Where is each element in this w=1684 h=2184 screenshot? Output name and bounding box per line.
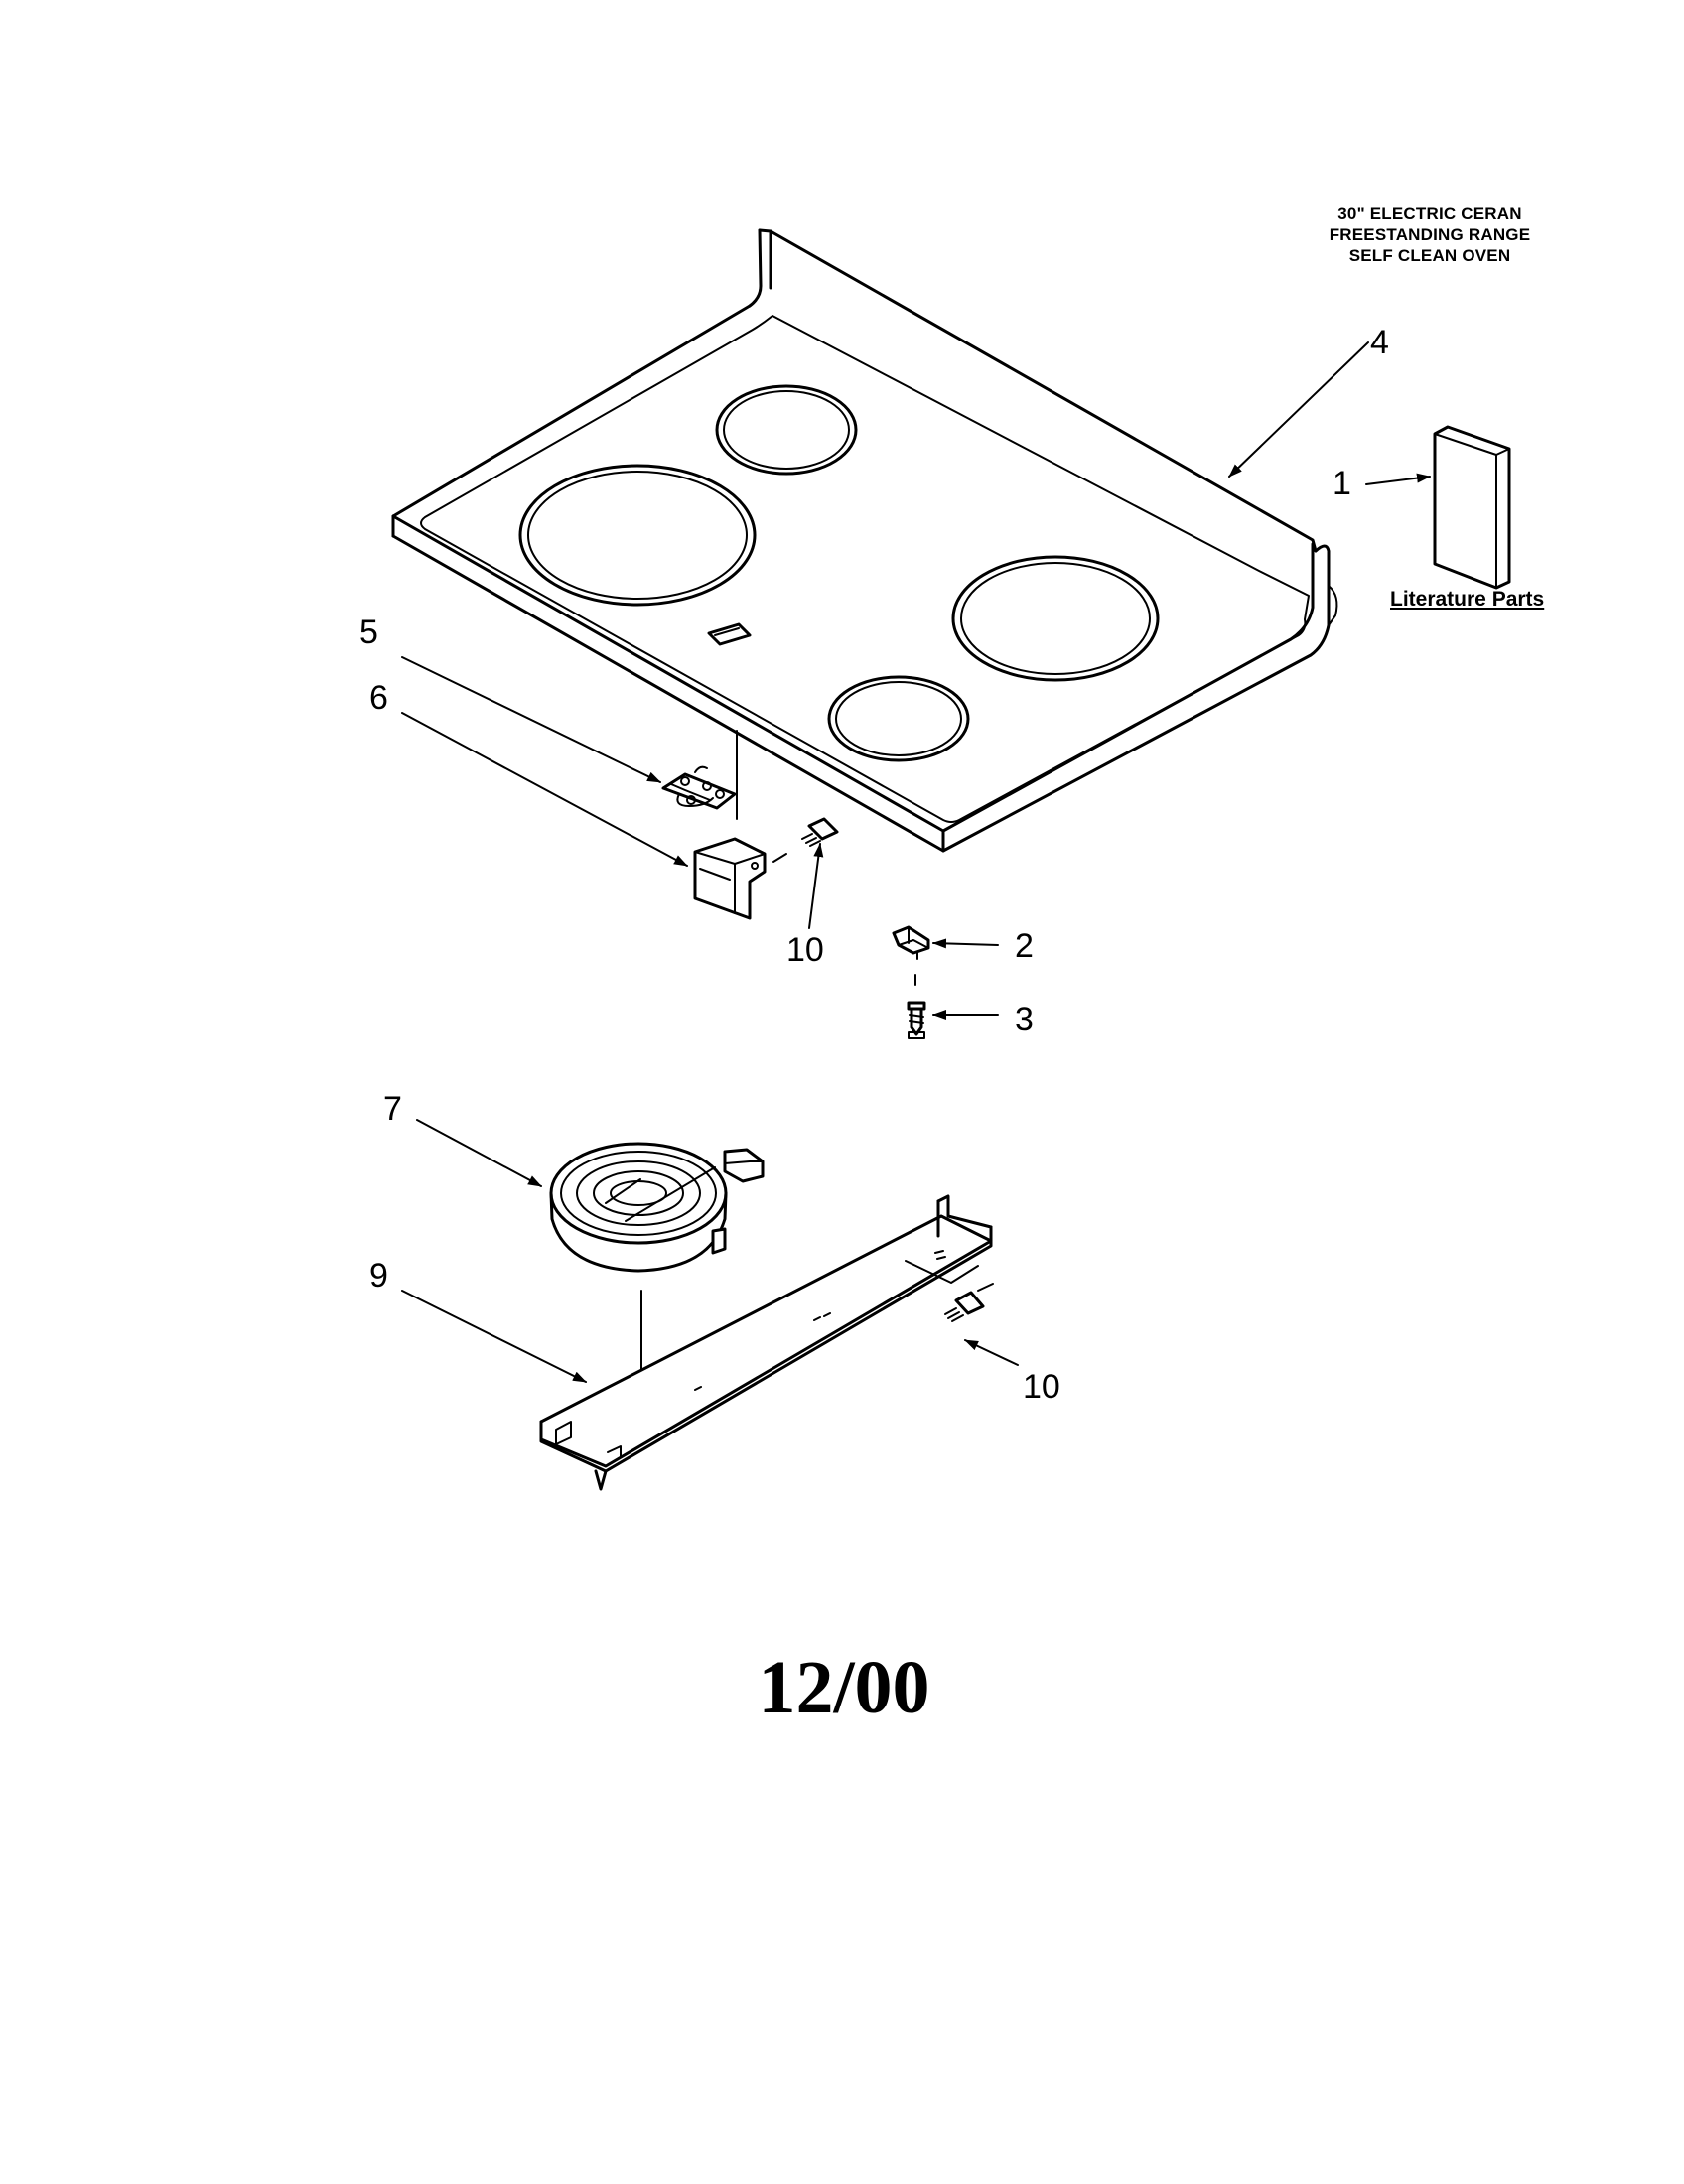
title-line-3: SELF CLEAN OVEN: [1348, 246, 1511, 265]
screw-clip: [907, 1001, 926, 1039]
callout-10-upper: 10: [786, 931, 824, 969]
title-line-2: FREESTANDING RANGE: [1329, 225, 1531, 244]
callout-7: 7: [383, 1090, 402, 1128]
callout-6: 6: [369, 679, 388, 717]
mounting-clip: [892, 925, 930, 986]
terminal-block: [661, 730, 738, 820]
element-support-bracket: [539, 1194, 993, 1491]
callout-4: 4: [1370, 324, 1389, 361]
callout-3: 3: [1015, 1001, 1034, 1038]
terminal-bracket: [693, 837, 787, 920]
callout-10-lower: 10: [1023, 1368, 1060, 1406]
model-description: 30" ELECTRIC CERAN FREESTANDING RANGE SE…: [1281, 204, 1579, 266]
literature-booklet: [1433, 425, 1511, 590]
radiant-element: [549, 1142, 765, 1371]
literature-parts-label: Literature Parts: [1390, 588, 1545, 611]
callout-5: 5: [359, 614, 378, 651]
callout-1: 1: [1333, 465, 1351, 502]
date-code: 12/00: [758, 1646, 930, 1729]
title-line-1: 30" ELECTRIC CERAN: [1337, 205, 1522, 223]
callout-9: 9: [369, 1257, 388, 1295]
leader-lines: [401, 341, 1431, 1383]
screw-lower: [944, 1283, 994, 1322]
cooktop: [391, 228, 1338, 853]
screw-upper: [801, 817, 839, 847]
callout-2: 2: [1015, 927, 1034, 965]
